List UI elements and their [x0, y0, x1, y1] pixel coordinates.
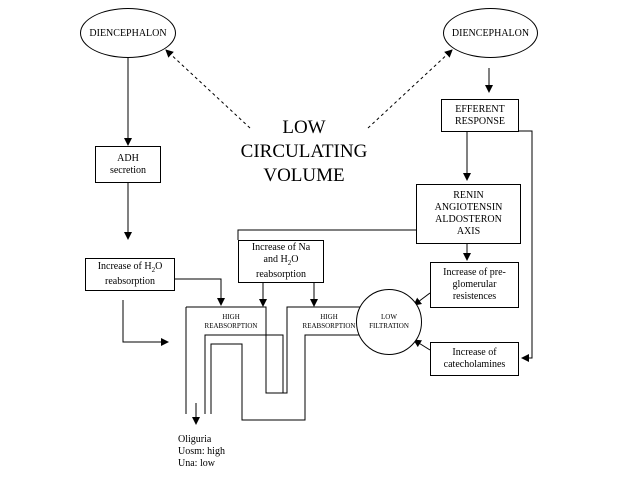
increase-na-sub: 2	[287, 259, 292, 267]
nephron-tubule	[185, 306, 364, 421]
increase-catecholamines-box: Increase of catecholamines	[430, 342, 519, 376]
increase-na-pre: Increase of Na and H	[251, 242, 311, 265]
increase-h2o-pre: Increase of H	[97, 261, 152, 272]
renin-axis-box: RENIN ANGIOTENSIN ALDOSTERON AXIS	[416, 184, 521, 244]
increase-preglomerular-label: Increase of pre- glomerular resistences	[443, 267, 506, 302]
increase-h2o-sub: 2	[151, 266, 156, 274]
increase-h2o-label: Increase of H2O reabsorption	[98, 261, 163, 288]
dashed-arrow-right	[367, 49, 453, 129]
dashed-arrow-left	[165, 49, 251, 129]
arrow-efferent-to-catecholamines	[519, 130, 533, 362]
increase-catecholamines-label: Increase of catecholamines	[443, 347, 506, 370]
increase-na-label: Increase of Na and H2O reabsorption	[252, 242, 310, 281]
increase-h2o-box: Increase of H2O reabsorption	[85, 258, 175, 291]
increase-na-post: O reabsorption	[255, 254, 306, 280]
increase-preglomerular-box: Increase of pre- glomerular resistences	[430, 262, 519, 308]
diencephalon-right-node: DIENCEPHALON	[443, 8, 538, 58]
increase-na-box: Increase of Na and H2O reabsorption	[238, 240, 324, 283]
adh-secretion-label: ADH secretion	[109, 152, 147, 176]
center-title: LOW CIRCULATING VOLUME	[240, 117, 368, 186]
arrow-h2o-down-right	[122, 300, 169, 346]
renin-axis-label: RENIN ANGIOTENSIN ALDOSTERON AXIS	[434, 190, 503, 237]
high-reabsorption-right-label: HIGH REABSORPTION	[302, 313, 356, 330]
low-filtration-label: LOW FILTRATION	[369, 313, 409, 330]
arrow-catecholamines-to-filtration	[413, 339, 431, 351]
low-filtration-node: LOW FILTRATION	[356, 289, 422, 355]
diencephalon-left-node: DIENCEPHALON	[80, 8, 176, 58]
diencephalon-right-label: DIENCEPHALON	[451, 27, 530, 39]
adh-secretion-box: ADH secretion	[95, 146, 161, 183]
diencephalon-left-label: DIENCEPHALON	[89, 27, 167, 39]
efferent-response-label: EFFERENT RESPONSE	[454, 103, 505, 127]
arrow-h2o-to-high-left	[175, 278, 225, 306]
high-reabsorption-left-label: HIGH REABSORPTION	[204, 313, 258, 330]
efferent-response-box: EFFERENT RESPONSE	[441, 99, 519, 132]
outcome-text: Oliguria Uosm: high Una: low	[178, 434, 225, 469]
increase-h2o-post: O reabsorption	[105, 261, 163, 287]
connector-renin-to-na	[237, 229, 416, 240]
